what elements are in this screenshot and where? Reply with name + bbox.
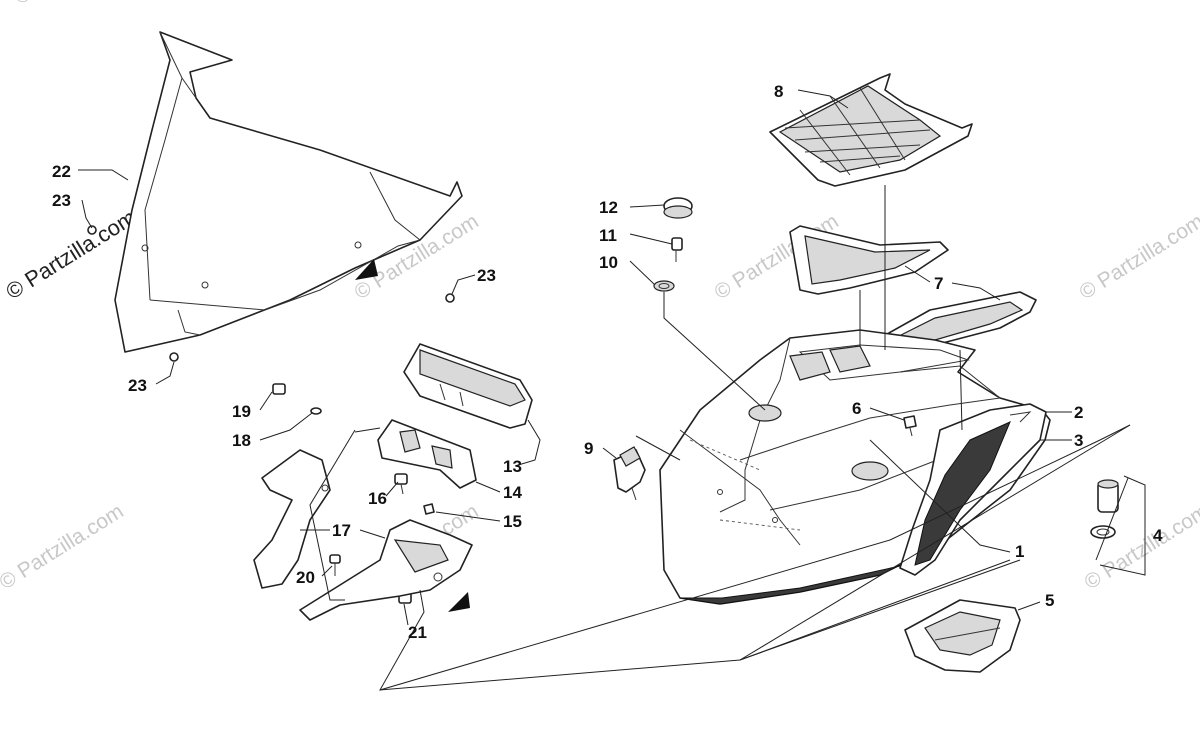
callout-18[interactable]: 18	[232, 431, 251, 450]
gauge-part-13[interactable]	[403, 343, 533, 429]
callout-10[interactable]: 10	[599, 253, 618, 272]
key-switch-cap-part-12[interactable]	[663, 197, 693, 219]
fastener-23-bottom[interactable]	[169, 352, 179, 362]
power-outlet-part-4[interactable]	[1090, 479, 1119, 539]
callout-23-top[interactable]: 23	[52, 191, 71, 210]
screw-part-20[interactable]	[329, 554, 341, 576]
windshield-part-22[interactable]	[114, 31, 463, 353]
watermark-1: © Partzilla.com	[10, 0, 142, 9]
callout-5[interactable]: 5	[1045, 591, 1054, 610]
callout-9[interactable]: 9	[584, 439, 593, 458]
callout-1[interactable]: 1	[1015, 542, 1024, 561]
watermark-5: © Partzilla.com	[0, 500, 128, 594]
callout-20[interactable]: 20	[296, 568, 315, 587]
callout-4[interactable]: 4	[1153, 526, 1163, 545]
arrow-marker-windshield	[355, 259, 378, 280]
fastener-23-top[interactable]	[87, 225, 97, 235]
storage-tray-part-8[interactable]	[769, 73, 973, 187]
callout-14[interactable]: 14	[503, 483, 522, 502]
callout-7[interactable]: 7	[934, 274, 943, 293]
callout-12[interactable]: 12	[599, 198, 618, 217]
callout-17[interactable]: 17	[332, 521, 351, 540]
key-part-11[interactable]	[671, 237, 683, 262]
switch-part-9[interactable]	[613, 446, 646, 501]
washer-part-18[interactable]	[310, 407, 322, 415]
nut-part-19[interactable]	[272, 383, 286, 395]
callout-23-bottom[interactable]: 23	[128, 376, 147, 395]
callout-6[interactable]: 6	[852, 399, 861, 418]
callout-16[interactable]: 16	[368, 489, 387, 508]
watermark-4: © Partzilla.com	[1075, 210, 1200, 304]
hood-part-1[interactable]	[659, 329, 1051, 605]
screw-part-6[interactable]	[903, 415, 917, 437]
bracket-part-14[interactable]	[377, 419, 477, 489]
arrow-marker-bracket	[448, 592, 470, 612]
callout-21[interactable]: 21	[408, 623, 427, 642]
callout-22[interactable]: 22	[52, 162, 71, 181]
callouts: 1 2 3 4 5 6 7 8 9 10 11 12 13 14 15 16 1…	[52, 82, 1163, 642]
fastener-23-right[interactable]	[445, 293, 455, 303]
callout-23-right[interactable]: 23	[477, 266, 496, 285]
callout-3[interactable]: 3	[1074, 431, 1083, 450]
callout-15[interactable]: 15	[503, 512, 522, 531]
callout-2[interactable]: 2	[1074, 403, 1083, 422]
clip-part-15[interactable]	[423, 503, 435, 515]
leader-lines	[78, 89, 1146, 691]
watermark-8: © Partzilla.com	[1080, 500, 1200, 594]
mount-bracket-part-17[interactable]	[253, 449, 473, 621]
callout-8[interactable]: 8	[774, 82, 783, 101]
side-panel-part-7-upper[interactable]	[789, 225, 949, 295]
key-switch-nut-part-10[interactable]	[653, 280, 675, 292]
callout-11[interactable]: 11	[599, 226, 617, 245]
bolt-part-16[interactable]	[394, 473, 408, 495]
callout-19[interactable]: 19	[232, 402, 251, 421]
callout-13[interactable]: 13	[503, 457, 522, 476]
floor-panel-part-5[interactable]	[904, 599, 1021, 673]
